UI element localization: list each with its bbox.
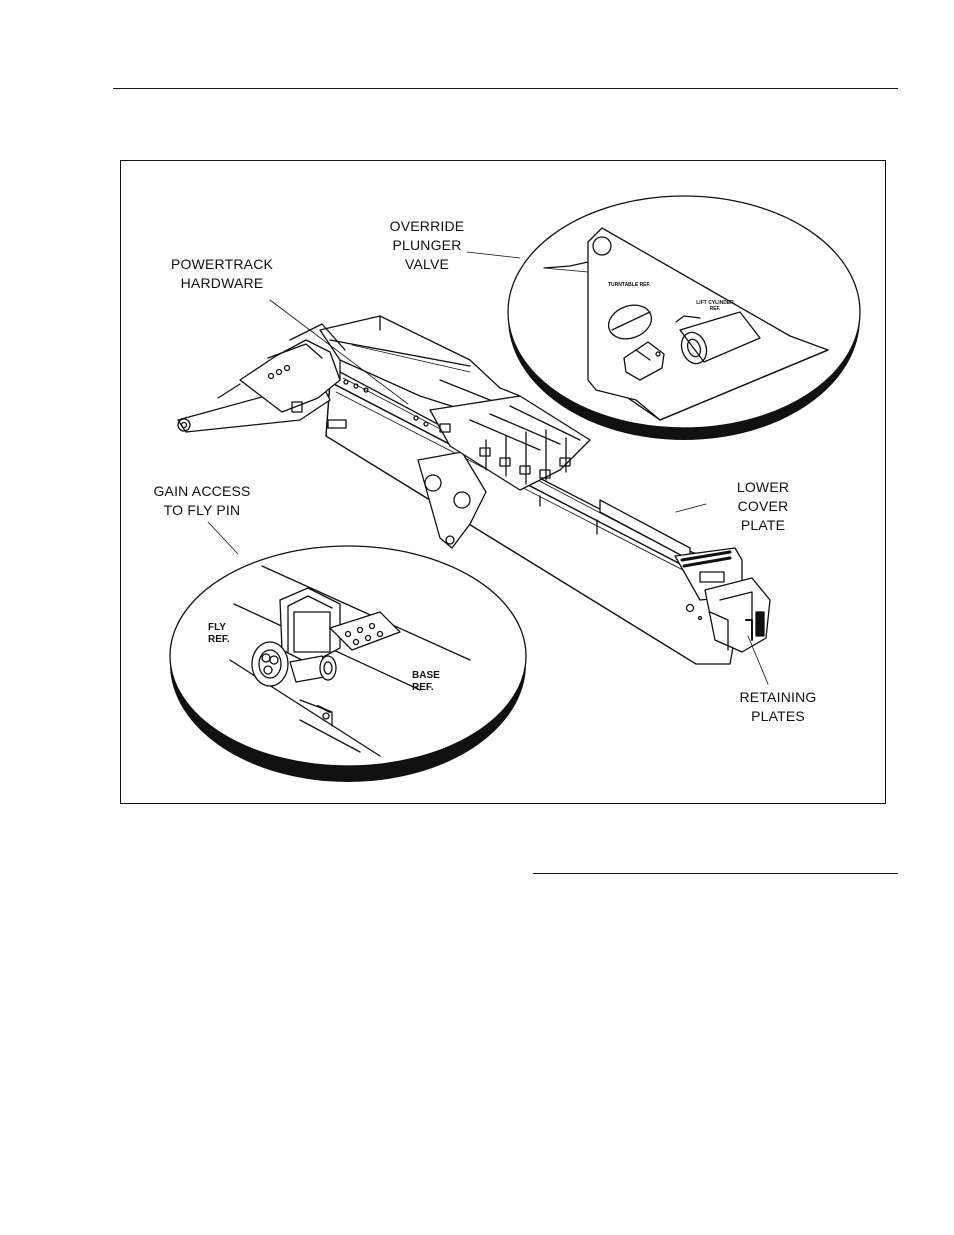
callout-override-plunger-valve: OVERRIDE PLUNGER VALVE [372, 217, 482, 274]
detail-fly-pin [170, 546, 526, 782]
ref-line: REF. [412, 682, 440, 694]
callout-retaining-plates: RETAINING PLATES [726, 688, 830, 726]
callout-line: LOWER [718, 478, 808, 497]
callout-line: PLATES [726, 707, 830, 726]
callout-line: COVER [718, 497, 808, 516]
ref-line: TURNTABLE REF. [608, 282, 668, 288]
callout-line: RETAINING [726, 688, 830, 707]
callout-line: POWERTRACK [160, 255, 284, 274]
label-fly-ref: FLY REF. [208, 622, 230, 646]
ref-line: BASE [412, 670, 440, 682]
callout-line: PLATE [718, 516, 808, 535]
jib-arm [178, 324, 345, 432]
callout-line: TO FLY PIN [140, 501, 264, 520]
callout-line: VALVE [372, 255, 482, 274]
ref-line: REF. [690, 306, 740, 312]
detail-override-valve [508, 196, 860, 440]
ref-line: REF. [208, 634, 230, 646]
callout-powertrack-hardware: POWERTRACK HARDWARE [160, 255, 284, 293]
callout-gain-access-to-fly-pin: GAIN ACCESS TO FLY PIN [140, 482, 264, 520]
callout-line: GAIN ACCESS [140, 482, 264, 501]
label-lift-cylinder-ref: LIFT CYLINDER REF. [690, 300, 740, 312]
callout-lower-cover-plate: LOWER COVER PLATE [718, 478, 808, 535]
callout-line: HARDWARE [160, 274, 284, 293]
callout-line: PLUNGER [372, 236, 482, 255]
section-rule [533, 873, 898, 874]
label-base-ref: BASE REF. [412, 670, 440, 694]
callout-line: OVERRIDE [372, 217, 482, 236]
ref-line: FLY [208, 622, 230, 634]
label-turntable-ref: TURNTABLE REF. [608, 282, 668, 288]
